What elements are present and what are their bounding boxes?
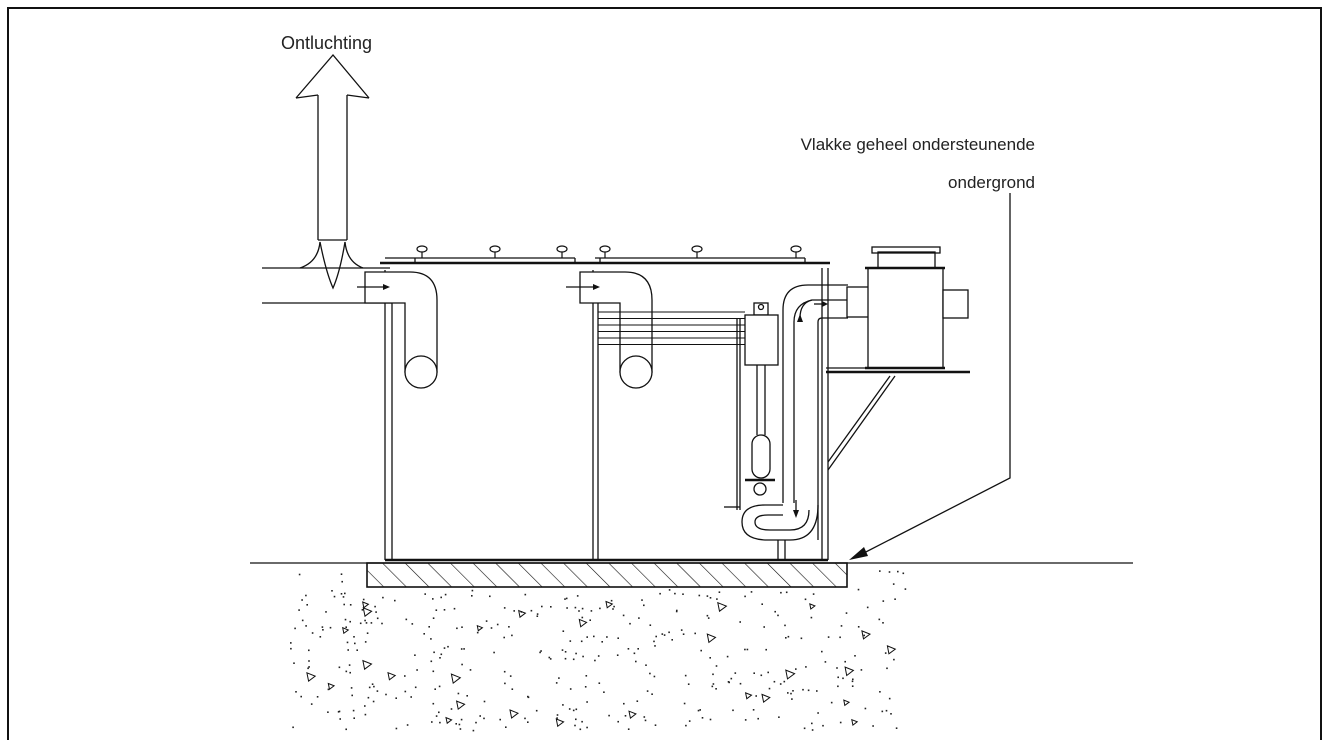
- separator-tank: [384, 268, 829, 562]
- vent-pipe: [299, 95, 364, 290]
- lid-bolts: [416, 245, 802, 258]
- level-sensor: [736, 302, 779, 510]
- vent-arrow-icon: [295, 53, 370, 99]
- support-label-line2: ondergrond: [948, 173, 1035, 192]
- inlet-elbow-1: [357, 271, 438, 389]
- vent-label: Ontluchting: [281, 33, 372, 53]
- oil-layer: [598, 311, 745, 345]
- outer-border: [7, 7, 1322, 745]
- leader-arrow: [849, 193, 1011, 560]
- support-label-line1: Vlakke geheel ondersteunende: [801, 135, 1035, 154]
- foundation-slab: [366, 562, 848, 588]
- pump-bracket: [826, 367, 970, 471]
- tank-lid: [380, 257, 830, 265]
- outlet-pipe: [724, 284, 848, 560]
- pump-housing: [846, 246, 969, 370]
- inlet-elbow-2: [566, 271, 653, 389]
- soil-texture: [290, 570, 907, 732]
